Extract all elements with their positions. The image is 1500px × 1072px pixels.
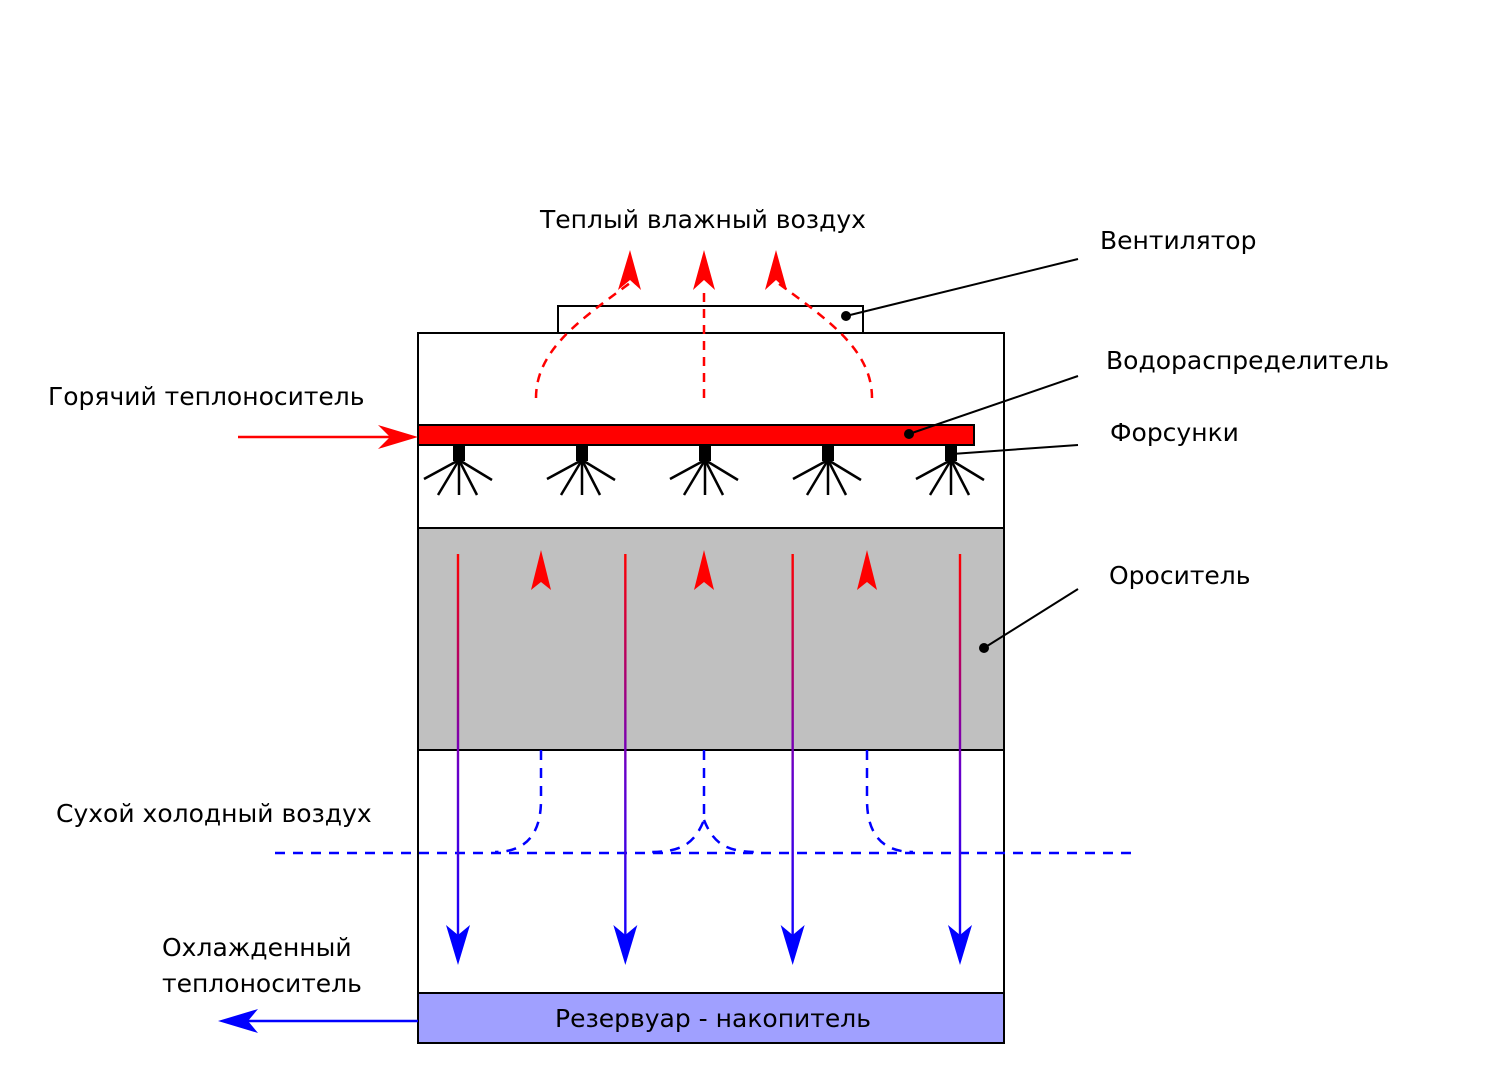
water-stream xyxy=(948,554,972,965)
arrowhead-right-icon xyxy=(378,425,418,449)
water-stream-line xyxy=(624,554,627,944)
air-streams xyxy=(539,588,869,750)
warm-air-curve-left xyxy=(534,281,631,399)
water-distributor xyxy=(417,424,975,446)
spray-line xyxy=(436,459,461,496)
arrowhead-up-icon xyxy=(531,550,551,590)
warm-air-curve-right xyxy=(777,281,874,399)
label-nozzles: Форсунки xyxy=(1110,418,1239,447)
leader-dots xyxy=(841,311,989,653)
nozzle xyxy=(915,446,985,496)
fan xyxy=(557,305,864,334)
spray-line xyxy=(805,459,830,496)
arrowhead-left-icon xyxy=(218,1009,258,1033)
hot-coolant-inlet-arrow xyxy=(238,425,418,449)
leader-dot xyxy=(979,643,989,653)
water-streams xyxy=(446,554,972,965)
spray-line xyxy=(669,458,706,481)
fill-media xyxy=(417,527,1005,751)
arrowhead-up-icon xyxy=(694,550,714,590)
arrowhead-down-icon xyxy=(948,925,972,965)
arrowhead-up-icon xyxy=(693,250,715,290)
arrowhead-down-icon xyxy=(780,925,805,965)
nozzle-body xyxy=(945,446,957,461)
nozzle xyxy=(423,446,493,496)
spray-line xyxy=(581,458,616,482)
label-fan: Вентилятор xyxy=(1100,226,1256,255)
spray-line xyxy=(546,458,583,481)
leader-dot xyxy=(841,311,851,321)
warm-air-arrowheads xyxy=(618,250,787,290)
label-warm-humid-air: Теплый влажный воздух xyxy=(539,205,866,234)
leader-fan xyxy=(845,258,1079,317)
label-dry-cold-air: Сухой холодный воздух xyxy=(56,799,372,828)
spray-line xyxy=(580,459,602,496)
spray-line xyxy=(826,459,848,496)
leader-dot xyxy=(904,429,914,439)
nozzle-body xyxy=(822,446,834,461)
dry-cold-air-flow xyxy=(275,750,1135,855)
spray-line xyxy=(703,459,725,496)
arrowhead-down-icon xyxy=(613,925,638,965)
water-stream-line xyxy=(456,554,460,944)
air-turn-center xyxy=(649,750,759,854)
arrowhead-up-icon xyxy=(618,250,641,290)
spray-line xyxy=(682,459,707,496)
nozzle-body xyxy=(576,446,588,461)
leader-fill xyxy=(983,588,1079,649)
leader-lines xyxy=(845,258,1079,649)
spray-line xyxy=(423,458,460,481)
label-fill: Ороситель xyxy=(1109,561,1251,590)
leader-water-distributor xyxy=(908,375,1079,435)
spray-line xyxy=(559,459,584,496)
leader-nozzles xyxy=(951,444,1079,455)
nozzle-body xyxy=(453,446,465,461)
warm-air-flow xyxy=(534,281,874,399)
spray-line xyxy=(949,459,971,496)
nozzles-group xyxy=(423,446,985,496)
label-cooled-coolant-line2: теплоноситель xyxy=(162,969,362,998)
cooled-coolant-outlet-arrow xyxy=(218,1009,418,1033)
water-stream xyxy=(780,554,805,965)
spray-line xyxy=(915,458,952,481)
water-stream-line xyxy=(791,554,794,944)
water-stream xyxy=(613,554,638,965)
reservoir xyxy=(417,992,1005,1044)
arrowhead-up-icon xyxy=(765,250,787,290)
spray-line xyxy=(458,458,493,482)
label-cooled-coolant-line1: Охлажденный xyxy=(162,933,352,962)
spray-line xyxy=(704,458,739,482)
nozzle xyxy=(546,446,616,496)
arrowhead-down-icon xyxy=(446,925,470,965)
nozzle-body xyxy=(699,446,711,461)
spray-line xyxy=(457,459,479,496)
nozzle xyxy=(669,446,739,496)
label-reservoir: Резервуар - накопитель xyxy=(555,1004,871,1033)
arrowhead-up-icon xyxy=(857,550,877,590)
water-stream xyxy=(446,554,470,965)
spray-line xyxy=(792,458,829,481)
spray-line xyxy=(950,458,985,482)
spray-line xyxy=(827,458,862,482)
nozzle xyxy=(792,446,862,496)
label-hot-coolant: Горячий теплоноситель xyxy=(48,382,365,411)
water-stream-line xyxy=(958,554,962,944)
spray-line xyxy=(928,459,953,496)
air-stream-arrowheads xyxy=(531,550,877,590)
label-water-distributor: Водораспределитель xyxy=(1106,346,1389,375)
